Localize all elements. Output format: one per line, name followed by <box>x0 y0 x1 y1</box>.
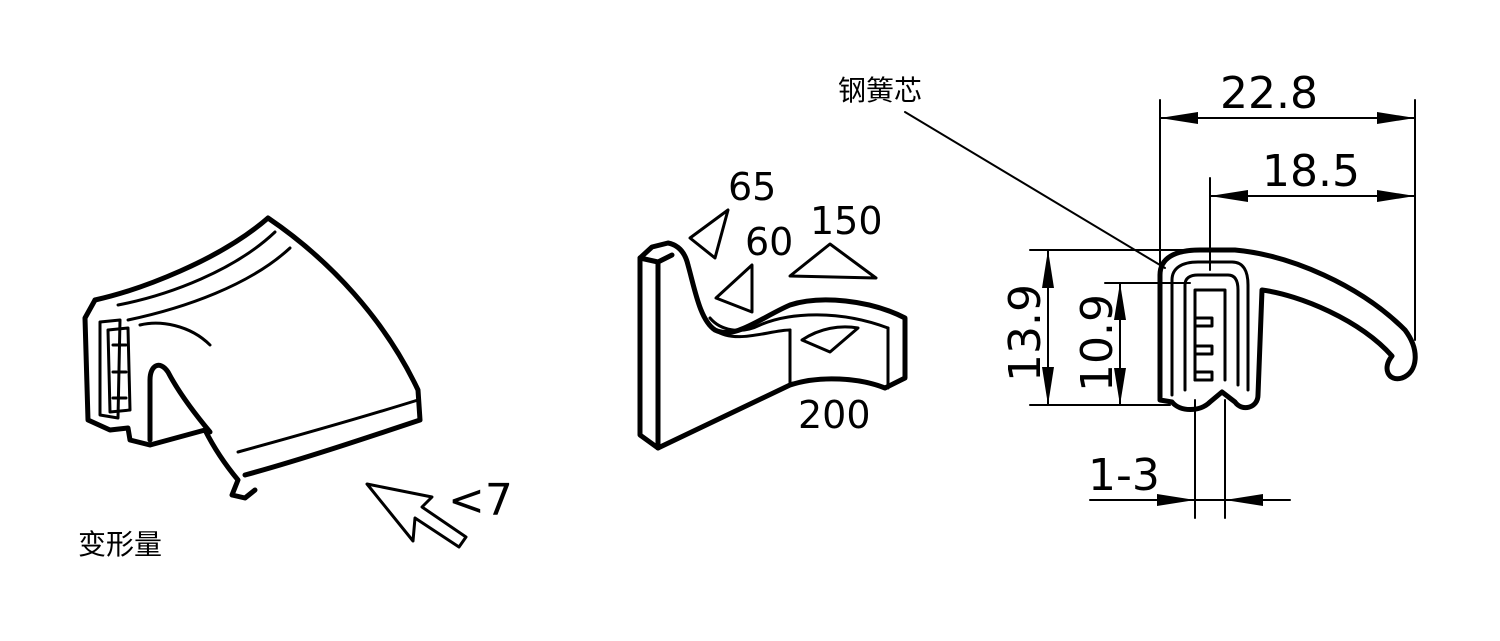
dim-22-8 <box>1159 99 1416 341</box>
dim-1-3 <box>1089 399 1291 519</box>
dim-10-9 <box>1104 282 1191 406</box>
dim-13-9-text: 13.9 <box>1000 284 1051 382</box>
angle-150: 150 <box>810 199 883 243</box>
dim-18-5-text: 18.5 <box>1262 146 1360 197</box>
deformation-arrow <box>365 482 468 549</box>
cross-section <box>1157 247 1418 412</box>
dim-1-3-text: 1-3 <box>1088 450 1160 501</box>
angle-markers <box>688 208 878 314</box>
dim-18-5 <box>1209 177 1416 271</box>
angle-65: 65 <box>728 165 776 209</box>
deformation-value: <7 <box>448 475 513 526</box>
steel-core-leader <box>904 111 1166 269</box>
dim-10-9-text: 10.9 <box>1072 294 1123 392</box>
trim-3d-view <box>82 215 423 501</box>
deformation-label: 变形量 <box>78 528 162 561</box>
dim-22-8-text: 22.8 <box>1220 68 1318 119</box>
dim-13-9 <box>1029 249 1201 406</box>
steel-core-label: 钢簧芯 <box>838 74 922 107</box>
angle-60: 60 <box>745 220 793 264</box>
angle-200: 200 <box>798 393 871 437</box>
bend-3d-view <box>637 240 908 451</box>
